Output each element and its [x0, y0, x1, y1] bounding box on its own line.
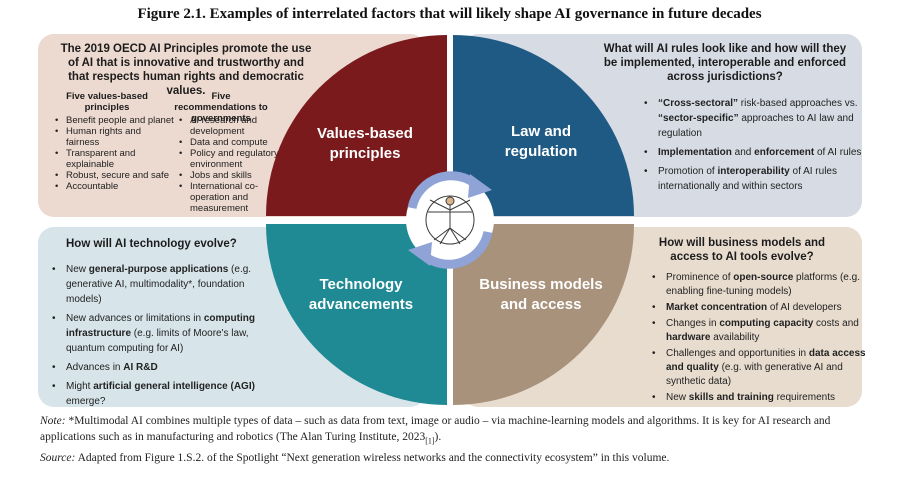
list-item: Accountable [55, 181, 174, 192]
list-item: Market concentration of AI developers [652, 301, 872, 315]
list-item: Changes in computing capacity costs and … [652, 317, 872, 345]
list-item: Challenges and opportunities in data acc… [652, 347, 872, 389]
list-item: “Cross-sectoral” risk-based approaches v… [644, 96, 870, 141]
list-item: Policy and regulatory environment [179, 148, 280, 170]
technology-quadrant-label: Technology advancements [308, 276, 414, 313]
list-item: Promotion of interoperability of AI rule… [644, 164, 870, 194]
technology-list: New general-purpose applications (e.g. g… [52, 262, 272, 413]
law-heading: What will AI rules look like and how wil… [603, 43, 847, 83]
list-item: Robust, secure and safe [55, 170, 174, 181]
figure-title: Figure 2.1. Examples of interrelated fac… [137, 6, 762, 22]
figure-source: Source: Adapted from Figure 1.S.2. of th… [40, 452, 670, 464]
values-quadrant-label: Values-based principles [317, 125, 413, 162]
list-item: Benefit people and planet [55, 115, 174, 126]
business-list: Prominence of open-source platforms (e.g… [652, 271, 872, 407]
technology-heading: How will AI technology evolve? [66, 238, 237, 250]
list-item: Advances in AI R&D [52, 360, 272, 375]
list-item: Implementation and enforcement of AI rul… [644, 145, 870, 160]
list-item: New advances or limitations in computing… [52, 311, 272, 356]
list-item: Prominence of open-source platforms (e.g… [652, 271, 872, 299]
values-heading: The 2019 OECD AI Principles promote the … [60, 43, 312, 97]
list-item: Human rights and fairness [55, 126, 174, 148]
list-item: Jobs and skills [179, 170, 280, 181]
values-principles-list: Benefit people and planet Human rights a… [54, 115, 174, 192]
values-recommendations-list: AI research and development Data and com… [178, 115, 280, 214]
law-list: “Cross-sectoral” risk-based approaches v… [644, 96, 870, 198]
business-heading: How will business models and access to A… [658, 237, 826, 263]
law-quadrant-label: Law and regulation [504, 123, 578, 160]
list-item: International co-operation and measureme… [179, 181, 280, 214]
list-item: Transparent and explainable [55, 148, 174, 170]
list-item: Might artificial general intelligence (A… [52, 379, 272, 409]
values-col1-title: Five values-based principles [66, 91, 148, 113]
list-item: AI research and development [179, 115, 280, 137]
business-quadrant-label: Business models and access [479, 276, 603, 313]
list-item: New general-purpose applications (e.g. g… [52, 262, 272, 307]
figure-note: Note: *Multimodal AI combines multiple t… [40, 415, 831, 446]
list-item: New skills and training requirements [652, 391, 872, 405]
list-item: Data and compute [179, 137, 280, 148]
